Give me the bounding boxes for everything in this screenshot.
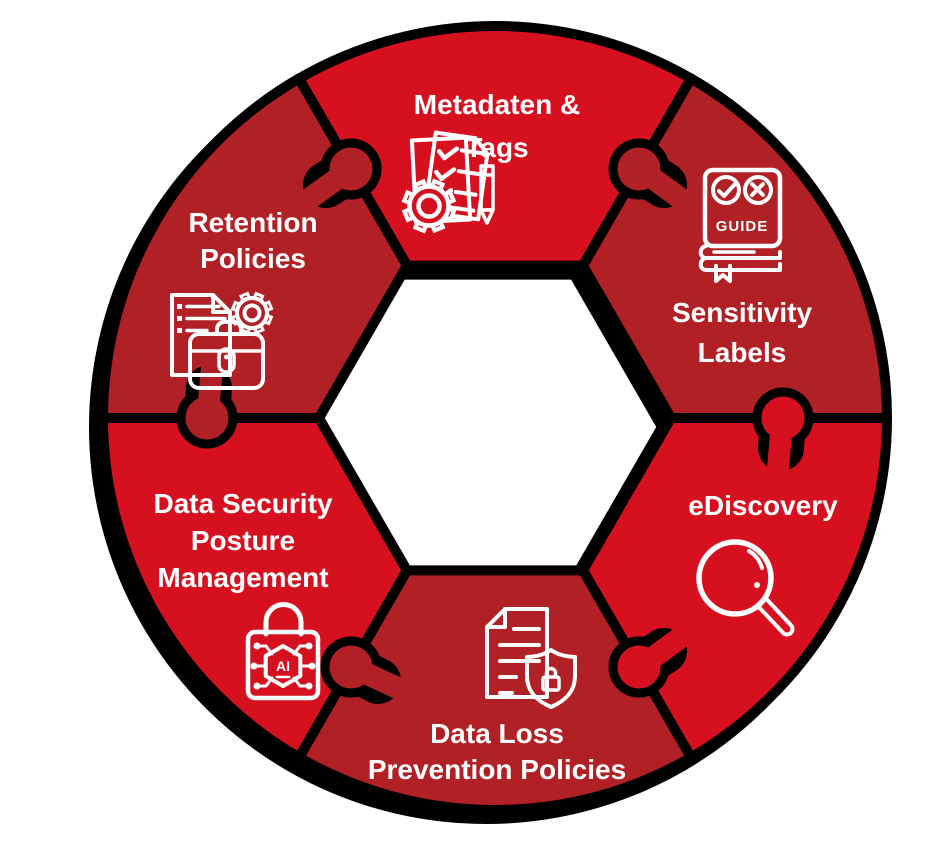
x-icon [750,182,765,197]
guide-book-icon: GUIDE [698,167,783,283]
label-ediscovery: eDiscovery [688,490,838,521]
puzzle-knob [295,138,382,213]
label-metadata-tags-line1: Metadaten & [414,89,580,120]
label-dlp-line1: Data Loss [430,718,564,749]
label-retention-line2: Policies [200,243,306,274]
label-dspm-line1: Data Security [154,488,333,519]
bookmark-icon [714,264,732,283]
ai-label: AI [276,658,290,674]
label-retention-line1: Retention [188,207,317,238]
gear-icon [401,178,457,234]
checklist-gear-pen-icon [401,130,495,234]
label-dlp-line2: Prevention Policies [368,754,626,785]
briefcase-icon [188,320,265,390]
ai-padlock-icon: AI [245,602,321,701]
document-briefcase-gear-icon [170,291,274,390]
check-icon [717,181,738,198]
shield-icon [525,648,577,709]
pen-icon [479,164,495,225]
guide-book-title: GUIDE [716,218,769,235]
label-sensitivity-line1: Sensitivity [672,297,812,328]
document-shield-lock-icon [485,607,577,709]
lock-icon [541,675,561,692]
segment-metadata-tags [294,21,696,271]
puzzle-knob [752,387,814,480]
puzzle-knob [608,138,695,213]
label-dspm-line2: Posture [191,525,295,556]
puzzle-knob [320,636,411,704]
hexagon-icon [263,644,303,688]
label-sensitivity-line2: Labels [698,337,787,368]
segment-data-loss-prevention [294,565,696,815]
puzzle-knob [608,623,695,698]
gear-icon [230,291,274,335]
puzzle-knob [176,355,238,449]
magnifier-icon [696,539,795,637]
label-dspm-line3: Management [157,562,328,593]
